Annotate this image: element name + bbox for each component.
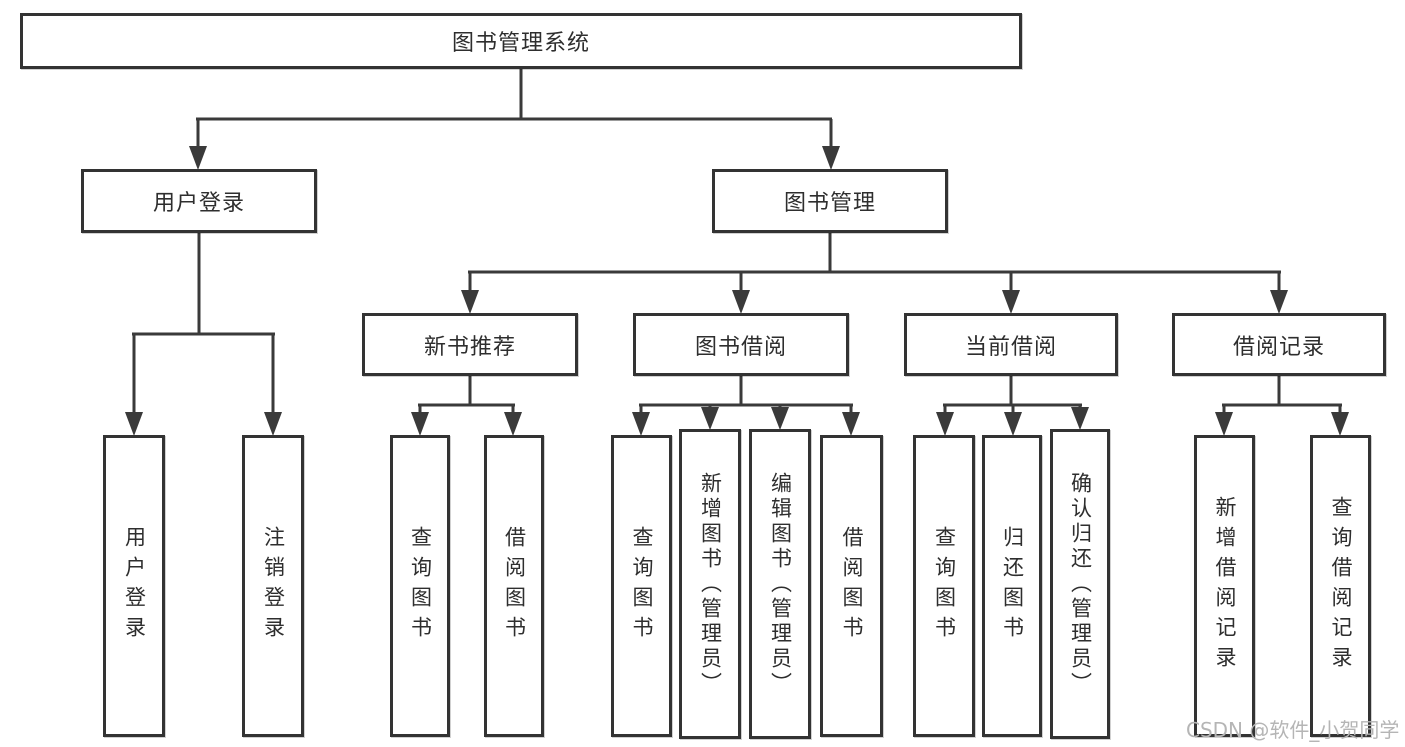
node-current-borrow: 当前借阅: [904, 313, 1118, 376]
connector-user-login-to-leaves: [125, 233, 282, 436]
leaf-borrow-books-2-label: 借阅图书: [840, 526, 864, 646]
leaf-user-login: 用户登录: [103, 435, 165, 737]
leaf-logout: 注销登录: [242, 435, 304, 737]
node-new-book-rec-label: 新书推荐: [423, 334, 516, 360]
node-borrow-records: 借阅记录: [1172, 313, 1386, 376]
leaf-borrow-books-2: 借阅图书: [820, 435, 883, 737]
leaf-add-borrow-record: 新增借阅记录: [1194, 435, 1255, 737]
leaf-query-books-2: 查询图书: [611, 435, 672, 737]
leaf-user-login-label: 用户登录: [122, 526, 147, 646]
connector-book-borrow-to-leaves: [632, 376, 860, 436]
node-book-management-label: 图书管理: [783, 191, 876, 216]
node-user-login: 用户登录: [81, 169, 317, 233]
connector-borrow-records-to-leaves: [1215, 376, 1349, 436]
leaf-query-books-2-label: 查询图书: [630, 526, 654, 646]
node-current-borrow-label: 当前借阅: [964, 334, 1057, 360]
leaf-confirm-return-admin-label: 确认归还（管理员）: [1068, 471, 1093, 697]
leaf-query-books-1-label: 查询图书: [408, 526, 433, 646]
leaf-borrow-books-1-label: 借阅图书: [502, 526, 527, 646]
connector-root-to-level1: [189, 69, 840, 170]
leaf-query-borrow-record-label: 查询借阅记录: [1329, 496, 1353, 676]
leaf-query-books-3-label: 查询图书: [932, 526, 957, 646]
leaf-add-borrow-record-label: 新增借阅记录: [1213, 496, 1237, 676]
node-root: 图书管理系统: [20, 13, 1022, 69]
leaf-add-books-admin: 新增图书（管理员）: [679, 429, 741, 739]
node-new-book-rec: 新书推荐: [362, 313, 578, 376]
node-user-login-label: 用户登录: [152, 191, 245, 216]
leaf-add-books-admin-label: 新增图书（管理员）: [698, 471, 723, 697]
node-root-label: 图书管理系统: [451, 31, 590, 56]
leaf-return-books: 归还图书: [982, 435, 1042, 737]
leaf-edit-books-admin: 编辑图书（管理员）: [749, 429, 811, 739]
node-book-borrow: 图书借阅: [633, 313, 849, 376]
node-book-management: 图书管理: [712, 169, 948, 233]
leaf-edit-books-admin-label: 编辑图书（管理员）: [768, 471, 793, 697]
leaf-return-books-label: 归还图书: [1000, 526, 1025, 646]
leaf-query-books-3: 查询图书: [913, 435, 975, 737]
leaf-query-books-1: 查询图书: [390, 435, 450, 737]
leaf-confirm-return-admin: 确认归还（管理员）: [1050, 429, 1110, 739]
node-borrow-records-label: 借阅记录: [1232, 334, 1325, 360]
leaf-borrow-books-1: 借阅图书: [484, 435, 544, 737]
connector-book-management-to-level2: [461, 233, 1288, 314]
leaf-query-borrow-record: 查询借阅记录: [1310, 435, 1371, 737]
connector-new-book-rec-to-leaves: [411, 376, 522, 436]
csdn-watermark: CSDN @软件_小贺同学: [1186, 718, 1400, 742]
connector-current-borrow-to-leaves: [936, 376, 1089, 436]
node-book-borrow-label: 图书借阅: [694, 334, 787, 360]
leaf-logout-label: 注销登录: [261, 526, 286, 646]
